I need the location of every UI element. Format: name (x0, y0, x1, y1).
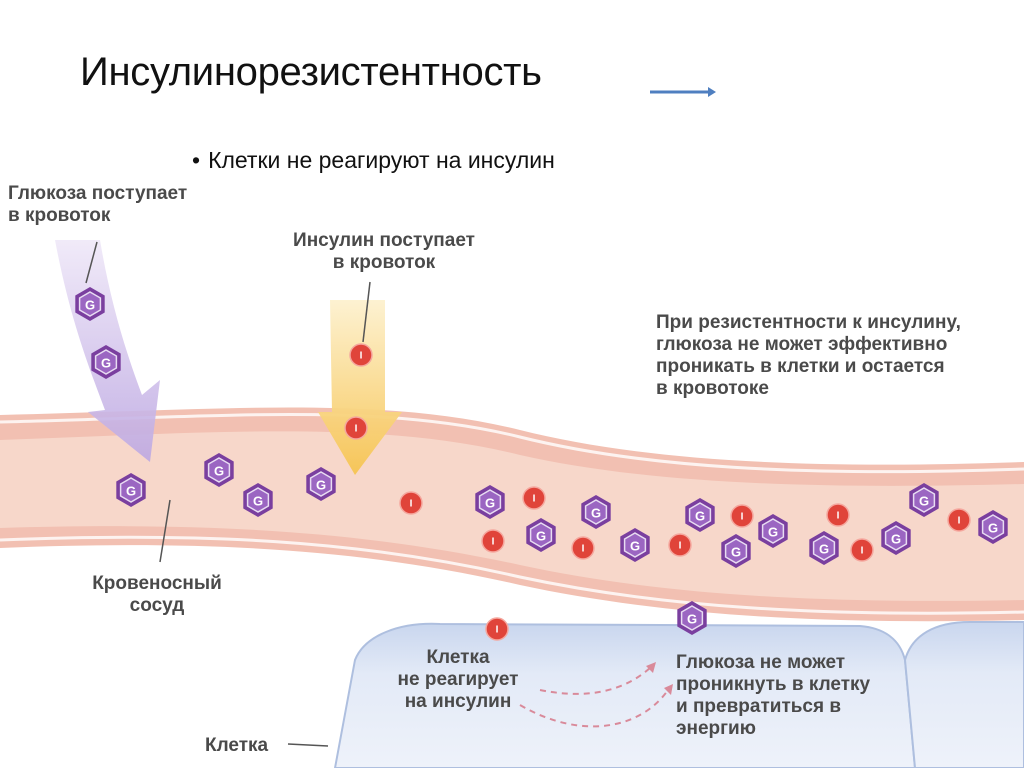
insulin-letter: I (533, 494, 536, 505)
glucose-molecule-icon: G (881, 521, 911, 555)
insulin-entry-arrow (318, 300, 402, 475)
insulin-molecule-icon: I (730, 504, 754, 528)
title-arrow-icon (650, 87, 716, 97)
glucose-molecule-icon: G (243, 483, 273, 517)
glucose-letter: G (591, 506, 601, 521)
glucose-molecule-icon: G (116, 473, 146, 507)
glucose-molecule-icon: G (978, 510, 1008, 544)
glucose-molecule-icon: G (721, 534, 751, 568)
page-title: Инсулинорезистентность (80, 50, 542, 94)
insulin-molecule-icon: I (481, 529, 505, 553)
bullet-text: Клетки не реагируют на инсулин (208, 147, 555, 173)
label-cell: Клетка (205, 735, 269, 756)
insulin-letter: I (492, 537, 495, 548)
insulin-molecule-icon: I (947, 508, 971, 532)
insulin-molecule-icon: I (485, 617, 509, 641)
glucose-letter: G (695, 509, 705, 524)
glucose-molecule-icon: G (758, 514, 788, 548)
insulin-letter: I (410, 499, 413, 510)
insulin-letter: I (958, 516, 961, 527)
glucose-letter: G (919, 494, 929, 509)
glucose-letter: G (819, 542, 829, 557)
insulin-molecule-icon: I (399, 491, 423, 515)
glucose-molecule-icon: G (75, 287, 105, 321)
glucose-letter: G (731, 545, 741, 560)
glucose-letter: G (630, 539, 640, 554)
insulin-molecule-icon: I (571, 536, 595, 560)
insulin-letter: I (861, 546, 864, 557)
glucose-letter: G (768, 525, 778, 540)
glucose-molecule-icon: G (677, 601, 707, 635)
insulin-molecule-icon: I (668, 533, 692, 557)
insulin-molecule-icon: I (349, 343, 373, 367)
glucose-molecule-icon: G (91, 345, 121, 379)
body-cell (333, 621, 1024, 768)
glucose-molecule-icon: G (909, 483, 939, 517)
glucose-molecule-icon: G (581, 495, 611, 529)
bullet-dot: • (192, 147, 201, 173)
label-blood-vessel: Кровеносный сосуд (92, 573, 222, 616)
insulin-letter: I (360, 351, 363, 362)
glucose-letter: G (687, 612, 697, 627)
glucose-letter: G (101, 356, 111, 371)
glucose-letter: G (126, 484, 136, 499)
label-cell-no-response: Клетка не реагирует на инсулин (397, 647, 519, 712)
insulin-letter: I (679, 541, 682, 552)
label-glucose-enters: Глюкоза поступает в кровоток (8, 183, 188, 226)
label-insulin-enters: Инсулин поступает в кровоток (293, 230, 475, 273)
insulin-molecule-icon: I (522, 486, 546, 510)
glucose-molecule-icon: G (809, 531, 839, 565)
insulin-molecule-icon: I (826, 503, 850, 527)
insulin-molecule-icon: I (344, 416, 368, 440)
label-glucose-cannot-enter: Глюкоза не может проникнуть в клетку и п… (676, 652, 871, 739)
glucose-molecule-icon: G (475, 485, 505, 519)
insulin-letter: I (496, 625, 499, 636)
glucose-molecule-icon: G (306, 467, 336, 501)
glucose-letter: G (891, 532, 901, 547)
callout-lines (85, 241, 371, 747)
glucose-molecule-icon: G (685, 498, 715, 532)
blood-vessel (0, 407, 1024, 622)
insulin-letter: I (741, 512, 744, 523)
glucose-letter: G (253, 494, 263, 509)
glucose-letter: G (485, 496, 495, 511)
insulin-letter: I (582, 544, 585, 555)
glucose-letter: G (85, 298, 95, 313)
glucose-letter: G (988, 521, 998, 536)
dashed-path-arrows (519, 667, 669, 728)
glucose-molecule-icon: G (526, 518, 556, 552)
glucose-letter: G (214, 464, 224, 479)
insulin-molecule-icon: I (850, 538, 874, 562)
glucose-molecule-icon: G (620, 528, 650, 562)
insulin-letter: I (355, 424, 358, 435)
bullet-point: • Клетки не реагируют на инсулин (192, 147, 555, 174)
glucose-letter: G (316, 478, 326, 493)
glucose-letter: G (536, 529, 546, 544)
label-resistance-note: При резистентности к инсулину, глюкоза н… (656, 312, 961, 399)
insulin-letter: I (837, 511, 840, 522)
glucose-molecule-icon: G (204, 453, 234, 487)
